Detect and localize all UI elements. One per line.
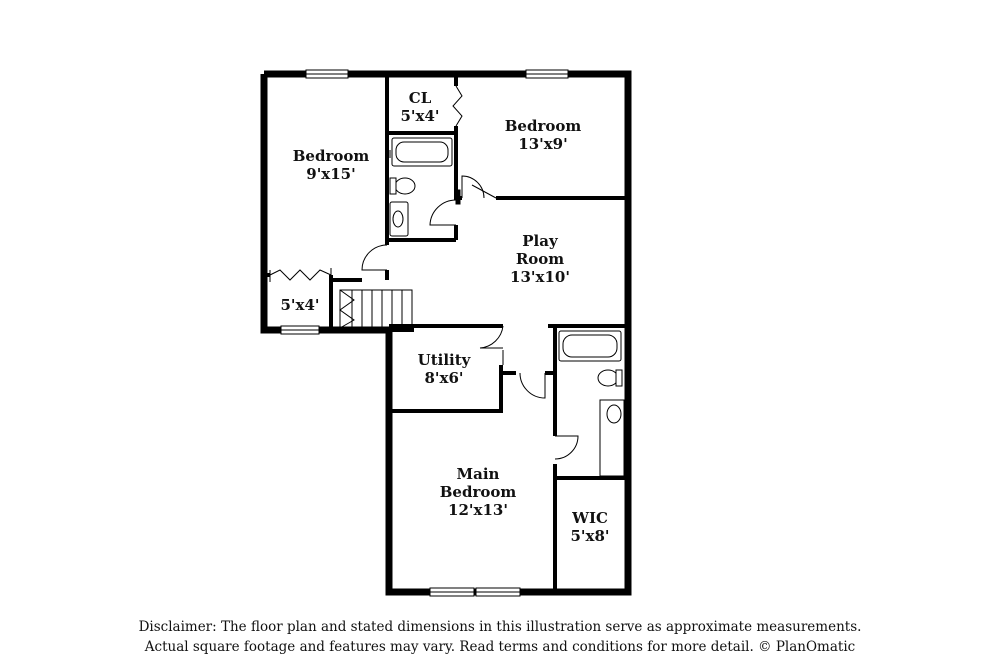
- disclaimer: Disclaimer: The floor plan and stated di…: [0, 617, 1000, 657]
- bedroom-left-name: Bedroom: [293, 147, 370, 165]
- wic-name: WIC: [571, 509, 608, 527]
- utility-size: 8'x6': [424, 369, 463, 387]
- play-room-size: 13'x10': [510, 268, 570, 286]
- wic-size: 5'x8': [570, 527, 609, 545]
- bifold-doors: [269, 85, 463, 282]
- main-bathroom-fixtures: [558, 330, 625, 477]
- closet-cl-name: CL: [409, 89, 432, 107]
- disclaimer-line-2: Actual square footage and features may v…: [144, 639, 856, 655]
- upper-bathroom-fixtures: [389, 137, 461, 237]
- stairs: [339, 289, 413, 329]
- play-room-name-2: Room: [516, 250, 564, 268]
- interior-walls: [264, 74, 628, 592]
- disclaimer-line-1: Disclaimer: The floor plan and stated di…: [138, 619, 862, 635]
- exterior-walls: [260, 70, 632, 596]
- bedroom-right-name: Bedroom: [505, 117, 582, 135]
- door-swings: [361, 175, 579, 460]
- room-labels: Bedroom 9'x15' CL 5'x4' Bedroom 13'x9' 5…: [280, 89, 609, 545]
- bedroom-left-size: 9'x15': [306, 165, 355, 183]
- play-room-name-1: Play: [522, 232, 559, 250]
- main-bedroom-name-2: Bedroom: [440, 483, 517, 501]
- main-bedroom-name-1: Main: [457, 465, 500, 483]
- main-bedroom-size: 12'x13': [448, 501, 508, 519]
- bedroom-right-size: 13'x9': [518, 135, 567, 153]
- utility-name: Utility: [418, 351, 472, 369]
- closet-left-size: 5'x4': [280, 296, 319, 314]
- closet-cl-size: 5'x4': [400, 107, 439, 125]
- windows: [280, 69, 569, 597]
